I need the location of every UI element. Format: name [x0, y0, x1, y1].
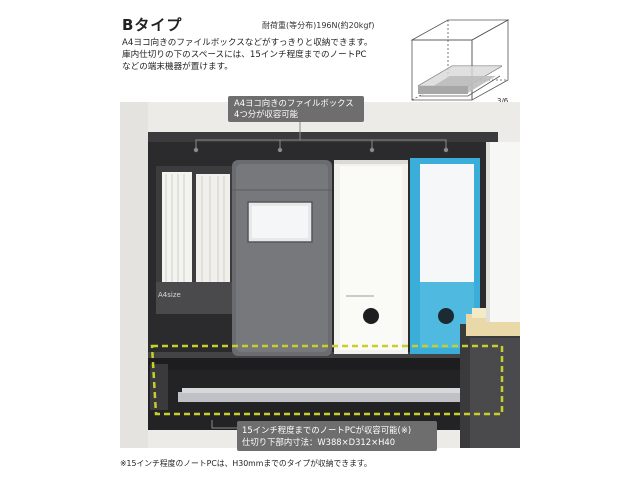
callout-line: 仕切り下部内寸法：W388×D312×H40: [242, 437, 396, 447]
callout-line: 4つ分が収容可能: [234, 109, 298, 119]
footnote: ※15インチ程度のノートPCは、H30mmまでのタイプが収納できます。: [120, 459, 372, 468]
type-title: Bタイプ: [122, 16, 183, 34]
file-box-capacity-callout: A4ヨコ向きのファイルボックス 4つ分が収容可能: [228, 96, 364, 122]
description-line: 庫内仕切りの下のスペースには、15インチ程度までのノートPC: [122, 50, 367, 60]
callout-line: A4ヨコ向きのファイルボックス: [234, 98, 354, 108]
description-line: A4ヨコ向きのファイルボックスなどがすっきりと収納できます。: [122, 38, 373, 48]
laptop-space-callout: 15インチ程度までのノートPCが収容可能(※) 仕切り下部内寸法：W388×D3…: [237, 421, 437, 451]
a4size-box-label: A4size: [158, 291, 181, 299]
diagram-fraction-label: 3/6: [497, 97, 509, 105]
cabinet-wireframe-diagram: [410, 19, 510, 101]
description-line: などの端末機器が置けます。: [122, 62, 233, 72]
cabinet-photo: A4size: [120, 102, 520, 448]
cabinet-photo-illustration: [120, 102, 520, 448]
callout-line: 15インチ程度までのノートPCが収容可能(※): [242, 425, 412, 435]
load-spec: 耐荷重(等分布)196N(約20kgf): [262, 21, 375, 30]
svg-text:A4size: A4size: [158, 291, 181, 299]
